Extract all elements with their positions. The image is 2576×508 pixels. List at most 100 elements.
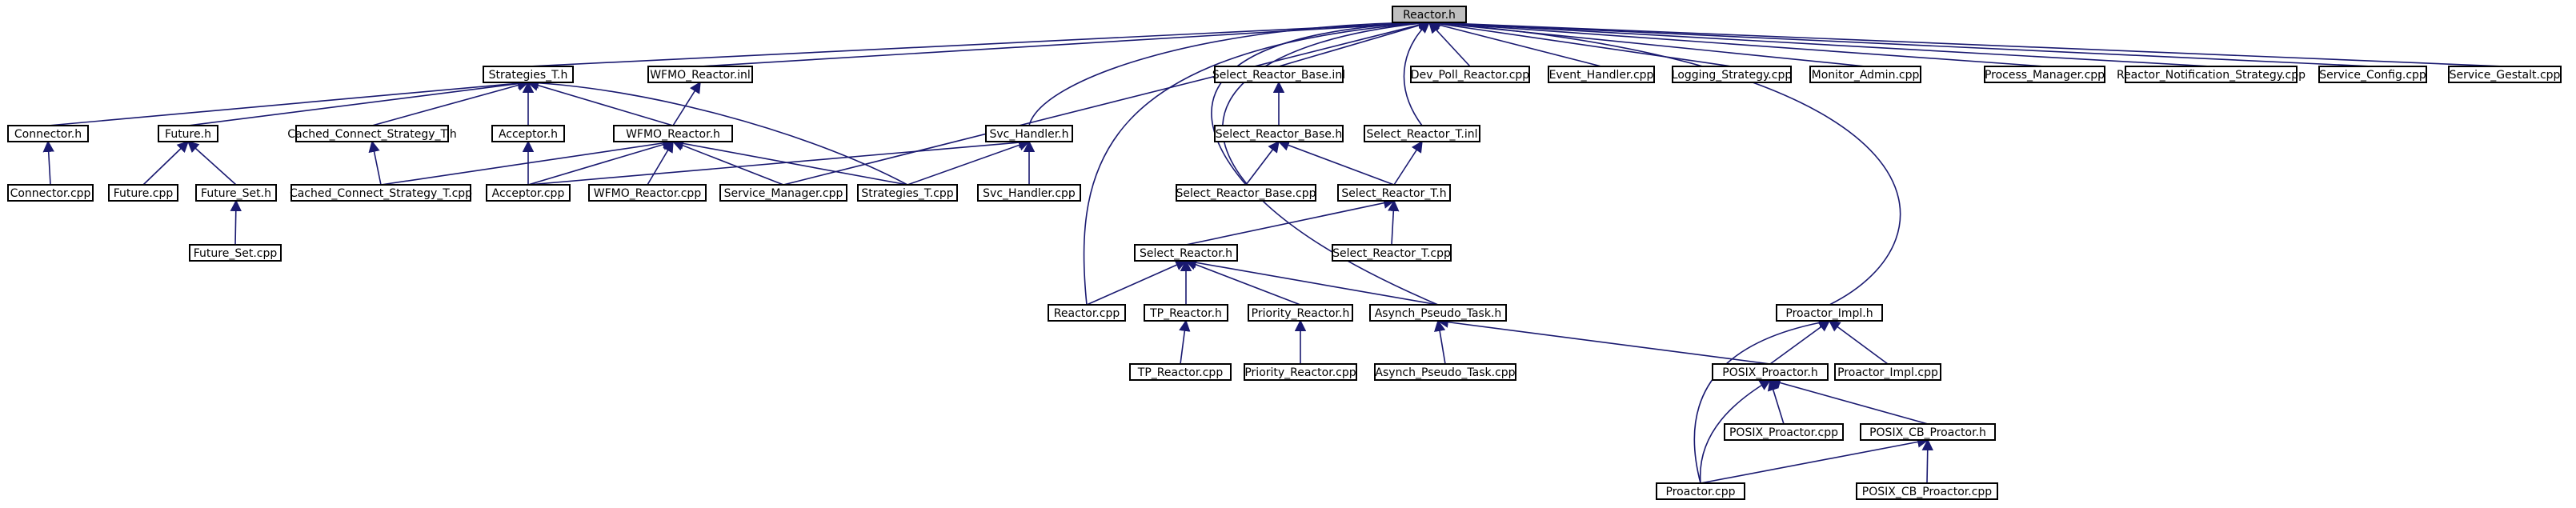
node-box (1248, 304, 1353, 322)
node-priority-reactor-cpp[interactable]: Priority_Reactor.cpp (1244, 363, 1357, 381)
node-label: Monitor_Admin.cpp (1812, 69, 1920, 82)
node-logging-strategy-cpp[interactable]: Logging_Strategy.cpp (1672, 66, 1793, 83)
node-label: Select_Reactor_T.inl (1367, 128, 1478, 141)
edge-proactor-cpp-to-posix-proactor-h (1699, 379, 1772, 484)
node-box (189, 244, 282, 262)
edge-acceptor-cpp-to-wfmo-reactor-h (527, 138, 675, 186)
node-posix-cb-proactor-cpp[interactable]: POSIX_CB_Proactor.cpp (1856, 482, 1998, 500)
node-box (7, 125, 89, 142)
node-posix-cb-proactor-h[interactable]: POSIX_CB_Proactor.h (1860, 423, 1996, 441)
node-svc-handler-cpp[interactable]: Svc_Handler.cpp (977, 184, 1081, 202)
edge-wfmo-reactor-h-to-wfmo-reactor-inl (672, 81, 701, 126)
node-tp-reactor-h[interactable]: TP_Reactor.h (1144, 304, 1228, 322)
node-reactor-cpp[interactable]: Reactor.cpp (1048, 304, 1126, 322)
edge-select-reactor-base-cpp-to-select-reactor-base-h (1245, 140, 1280, 186)
node-label: TP_Reactor.cpp (1137, 366, 1224, 379)
node-monitor-admin-cpp[interactable]: Monitor_Admin.cpp (1809, 66, 1921, 83)
node-label: Service_Gestalt.cpp (2450, 69, 2561, 82)
node-select-reactor-t-inl[interactable]: Select_Reactor_T.inl (1364, 125, 1480, 142)
node-asynch-pseudo-task-h[interactable]: Asynch_Pseudo_Task.h (1369, 304, 1507, 322)
node-connector-cpp[interactable]: Connector.cpp (7, 184, 94, 202)
node-box (195, 184, 277, 202)
node-posix-proactor-cpp[interactable]: POSIX_Proactor.cpp (1724, 423, 1844, 441)
node-proactor-cpp[interactable]: Proactor.cpp (1656, 482, 1745, 500)
edge-select-reactor-h-to-select-reactor-t-h (1185, 197, 1396, 246)
edge-connector-cpp-to-connector-h (42, 140, 54, 186)
node-posix-proactor-h[interactable]: POSIX_Proactor.h (1712, 363, 1829, 381)
node-reactor-notification-strategy-cpp[interactable]: Reactor_Notification_Strategy.cpp (2117, 66, 2306, 83)
node-select-reactor-t-cpp[interactable]: Select_Reactor_T.cpp (1332, 244, 1452, 262)
node-box (1048, 304, 1126, 322)
node-label: Select_Reactor_Base.h (1216, 128, 1342, 141)
node-box (1984, 66, 2105, 83)
node-strategies-t-h[interactable]: Strategies_T.h (483, 66, 574, 83)
node-future-set-cpp[interactable]: Future_Set.cpp (189, 244, 282, 262)
node-box (486, 184, 571, 202)
node-label: Strategies_T.h (489, 69, 568, 82)
node-select-reactor-h[interactable]: Select_Reactor.h (1134, 244, 1238, 262)
node-connector-h[interactable]: Connector.h (7, 125, 89, 142)
node-service-manager-cpp[interactable]: Service_Manager.cpp (719, 184, 847, 202)
node-label: Cached_Connect_Strategy_T.cpp (290, 187, 472, 200)
node-reactor-h[interactable]: Reactor.h (1392, 6, 1467, 23)
node-proactor-impl-h[interactable]: Proactor_Impl.h (1776, 304, 1883, 322)
edge-cached-connect-strategy-t-cpp-to-cached-connect-strategy-t-h (368, 140, 382, 186)
node-future-set-h[interactable]: Future_Set.h (195, 184, 277, 202)
node-cached-connect-strategy-t-h[interactable]: Cached_Connect_Strategy_T.h (287, 125, 457, 142)
node-label: Reactor.cpp (1054, 307, 1120, 320)
edge-asynch-pseudo-task-cpp-to-asynch-pseudo-task-h (1434, 319, 1446, 365)
node-wfmo-reactor-inl[interactable]: WFMO_Reactor.inl (647, 66, 753, 83)
node-wfmo-reactor-h[interactable]: WFMO_Reactor.h (613, 125, 733, 142)
edge-wfmo-reactor-cpp-to-wfmo-reactor-h (647, 140, 674, 186)
edge-reactor-cpp-to-select-reactor-h (1086, 259, 1188, 306)
node-priority-reactor-h[interactable]: Priority_Reactor.h (1248, 304, 1353, 322)
node-label: Select_Reactor_Base.cpp (1176, 187, 1316, 200)
node-cached-connect-strategy-t-cpp[interactable]: Cached_Connect_Strategy_T.cpp (290, 184, 472, 202)
node-tp-reactor-cpp[interactable]: TP_Reactor.cpp (1129, 363, 1232, 381)
node-select-reactor-base-h[interactable]: Select_Reactor_Base.h (1214, 125, 1344, 142)
node-event-handler-cpp[interactable]: Event_Handler.cpp (1548, 66, 1655, 83)
node-label: Proactor_Impl.h (1785, 307, 1873, 320)
node-acceptor-h[interactable]: Acceptor.h (491, 125, 565, 142)
node-strategies-t-cpp[interactable]: Strategies_T.cpp (857, 184, 958, 202)
edge-strategies-t-cpp-to-wfmo-reactor-h (671, 138, 908, 186)
node-label: Dev_Poll_Reactor.cpp (1411, 69, 1530, 82)
node-box (588, 184, 707, 202)
node-label: Service_Manager.cpp (724, 187, 843, 200)
node-box (1860, 423, 1996, 441)
node-proactor-impl-cpp[interactable]: Proactor_Impl.cpp (1834, 363, 1941, 381)
node-select-reactor-base-inl[interactable]: Select_Reactor_Base.inl (1212, 66, 1345, 83)
node-label: Reactor_Notification_Strategy.cpp (2117, 69, 2306, 82)
node-select-reactor-t-h[interactable]: Select_Reactor_T.h (1337, 184, 1451, 202)
edge-proactor-impl-h-to-reactor-h (1428, 17, 1901, 306)
node-box (1332, 244, 1452, 262)
node-future-cpp[interactable]: Future.cpp (108, 184, 178, 202)
edge-acceptor-cpp-to-svc-handler-h (527, 136, 1031, 186)
edge-asynch-pseudo-task-h-to-reactor-h (1222, 18, 1439, 306)
node-box (1712, 363, 1829, 381)
edge-svc-handler-h-to-reactor-h (1028, 16, 1431, 126)
node-dev-poll-reactor-cpp[interactable]: Dev_Poll_Reactor.cpp (1410, 66, 1530, 83)
node-wfmo-reactor-cpp[interactable]: WFMO_Reactor.cpp (588, 184, 707, 202)
node-service-config-cpp[interactable]: Service_Config.cpp (2318, 66, 2427, 83)
node-label: Asynch_Pseudo_Task.cpp (1375, 366, 1515, 379)
edge-asynch-pseudo-task-h-to-select-reactor-h (1184, 257, 1439, 306)
node-process-manager-cpp[interactable]: Process_Manager.cpp (1984, 66, 2105, 83)
node-asynch-pseudo-task-cpp[interactable]: Asynch_Pseudo_Task.cpp (1374, 363, 1516, 381)
edge-proactor-cpp-to-proactor-impl-h (1693, 317, 1831, 484)
node-box (1856, 482, 1998, 500)
node-service-gestalt-cpp[interactable]: Service_Gestalt.cpp (2448, 66, 2562, 83)
node-label: Proactor_Impl.cpp (1837, 366, 1938, 379)
edge-dev-poll-reactor-cpp-to-reactor-h (1428, 21, 1471, 67)
edge-posix-proactor-cpp-to-posix-proactor-h (1767, 378, 1785, 425)
node-acceptor-cpp[interactable]: Acceptor.cpp (486, 184, 571, 202)
node-future-h[interactable]: Future.h (158, 125, 218, 142)
node-svc-handler-h[interactable]: Svc_Handler.h (985, 125, 1073, 142)
node-select-reactor-base-cpp[interactable]: Select_Reactor_Base.cpp (1176, 184, 1316, 202)
edge-select-reactor-t-inl-to-reactor-h (1403, 22, 1431, 126)
node-box (1337, 184, 1451, 202)
node-box (1364, 125, 1480, 142)
edge-strategies-t-cpp-to-strategies-t-h (527, 77, 908, 186)
edge-future-set-cpp-to-future-set-h (230, 199, 242, 246)
